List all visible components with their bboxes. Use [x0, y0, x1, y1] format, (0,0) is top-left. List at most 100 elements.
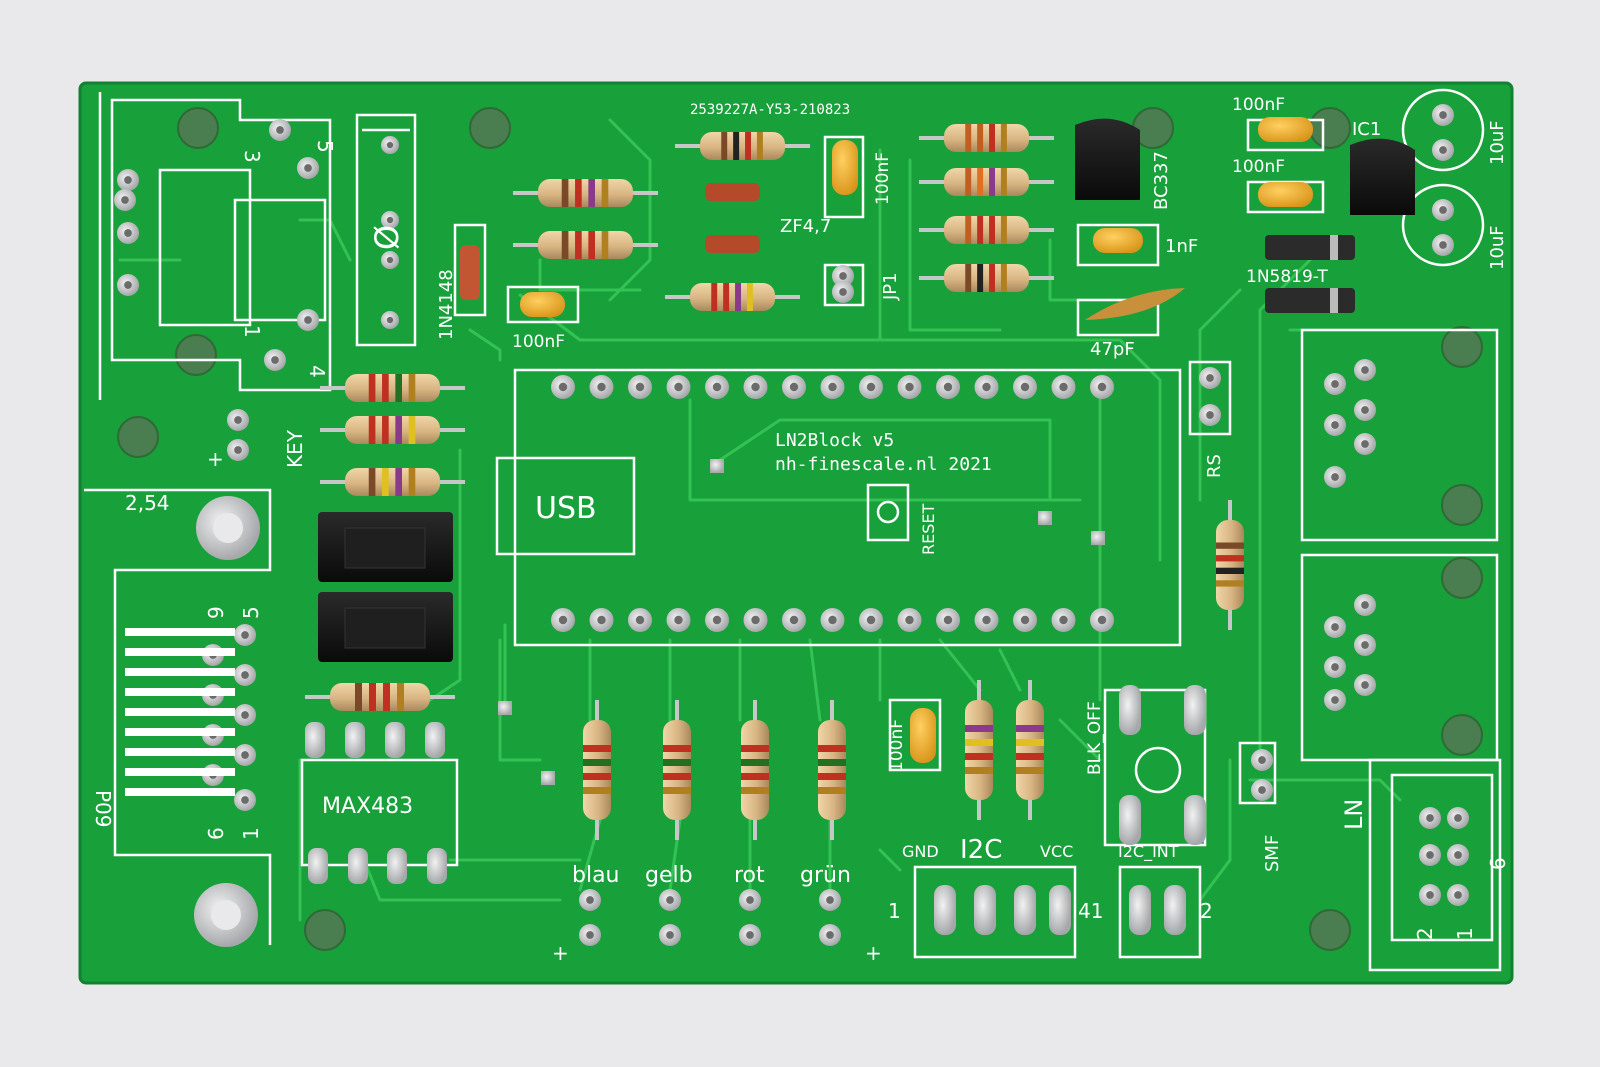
- connector-pad: [974, 885, 996, 935]
- connector-pad: [1049, 885, 1071, 935]
- pin-number: 2: [1413, 927, 1437, 940]
- cap-label-2: 100nF: [873, 152, 893, 205]
- smd-pad: [427, 848, 447, 884]
- resistor: [663, 720, 691, 820]
- connector-pad: [1129, 885, 1151, 935]
- plus-led-left: +: [552, 941, 569, 965]
- resistor: [1016, 700, 1044, 800]
- resistor: [345, 468, 440, 496]
- mounting-holes: [117, 107, 1483, 951]
- ln-label: LN: [1340, 799, 1368, 830]
- key-label: KEY: [283, 429, 307, 468]
- resistor: [944, 124, 1029, 152]
- resistor: [538, 231, 633, 259]
- resistors: [305, 124, 1244, 840]
- via-pad: [541, 771, 555, 785]
- resistor: [944, 264, 1029, 292]
- ic1-label: IC1: [1352, 119, 1381, 140]
- connector-pad: [1164, 885, 1186, 935]
- pcb-board: [80, 83, 1512, 983]
- board-subtitle: nh-finescale.nl 2021: [775, 454, 992, 475]
- plus-led-right: +: [865, 941, 882, 965]
- resistor: [345, 416, 440, 444]
- smf-label: SMF: [1262, 835, 1283, 872]
- plus-left-key: +: [207, 447, 224, 471]
- led-label-blue: blau: [572, 863, 620, 888]
- diodes: [460, 183, 1355, 313]
- pin-number: 5: [239, 606, 263, 619]
- cap-10uf-label-2: 10uF: [1487, 225, 1508, 270]
- reset-label: RESET: [919, 504, 938, 555]
- null-symbol: Ø: [368, 225, 406, 250]
- led-label-red: rot: [734, 863, 765, 888]
- connector-pad: [934, 885, 956, 935]
- pin-number: 2: [1200, 899, 1213, 923]
- resistor: [538, 179, 633, 207]
- resistor: [583, 720, 611, 820]
- plated-mounting-holes: [194, 496, 260, 947]
- blk-off-label: BLK_OFF: [1085, 701, 1105, 775]
- rs-label: RS: [1204, 454, 1225, 478]
- vcc-label: VCC: [1040, 842, 1073, 861]
- silkscreen-outlines: [84, 88, 1502, 972]
- pin-number: 4: [305, 365, 329, 378]
- resistor: [944, 216, 1029, 244]
- jack-pads: [114, 104, 1469, 946]
- smd-pad: [425, 722, 445, 758]
- connector-pad: [1184, 685, 1206, 735]
- i2c-int-label: I2C_INT: [1118, 842, 1179, 862]
- i2c-label: I2C: [960, 835, 1002, 865]
- pin-number: 3: [240, 150, 264, 163]
- d1-label: 1N4148: [436, 269, 457, 340]
- edge-fingers: [125, 628, 235, 796]
- via-pad: [1038, 511, 1052, 525]
- capacitors: [520, 117, 1313, 763]
- connector-pad: [1119, 685, 1141, 735]
- pin-number: 1: [240, 325, 264, 338]
- resistor: [330, 683, 430, 711]
- smd-pad: [308, 848, 328, 884]
- pin-number: 1: [1453, 927, 1477, 940]
- copper-traces: [118, 118, 1452, 922]
- optocouplers: [318, 512, 453, 662]
- bc337-label: BC337: [1151, 151, 1172, 210]
- cap-1nf-label: 1nF: [1165, 236, 1198, 257]
- board-title: LN2Block v5: [775, 430, 894, 451]
- smd-pad: [387, 848, 407, 884]
- resistor: [690, 283, 775, 311]
- gnd-label: GND: [902, 842, 939, 861]
- cap-label-1: 100nF: [512, 332, 565, 352]
- nano-header-pads: [551, 375, 1114, 632]
- transistors: [1075, 118, 1415, 215]
- resistor: [1216, 520, 1244, 610]
- max483-label: MAX483: [322, 794, 413, 819]
- cap-label-5: 100nF: [887, 719, 907, 772]
- pin-number: 1: [888, 899, 901, 923]
- schottky-label: 1N5819-T: [1246, 267, 1328, 287]
- smd-pad: [385, 722, 405, 758]
- smd-pad: [348, 848, 368, 884]
- resistor: [345, 374, 440, 402]
- led-label-green: grün: [800, 863, 851, 888]
- via-pad: [498, 701, 512, 715]
- cap-47pf-label: 47pF: [1090, 339, 1135, 360]
- p09-label: P09: [91, 790, 115, 828]
- cap-label-3: 100nF: [1232, 95, 1285, 115]
- pitch-label: 2,54: [125, 491, 170, 515]
- connector-pad: [1184, 795, 1206, 845]
- via-pad: [1091, 531, 1105, 545]
- resistor: [965, 700, 993, 800]
- zener-label: ZF4,7: [780, 216, 831, 237]
- cap-label-4: 100nF: [1232, 157, 1285, 177]
- led-label-yellow: gelb: [645, 863, 693, 888]
- pin-number: 5: [313, 140, 337, 153]
- pin-number: 41: [1078, 899, 1103, 923]
- resistor: [944, 168, 1029, 196]
- pcb-code: 2539227A-Y53-210823: [690, 102, 850, 118]
- resistor: [700, 132, 785, 160]
- pin-number: 9: [204, 606, 228, 619]
- pin-number: 1: [239, 827, 263, 840]
- connector-pad: [1119, 795, 1141, 845]
- cap-10uf-label-1: 10uF: [1487, 120, 1508, 165]
